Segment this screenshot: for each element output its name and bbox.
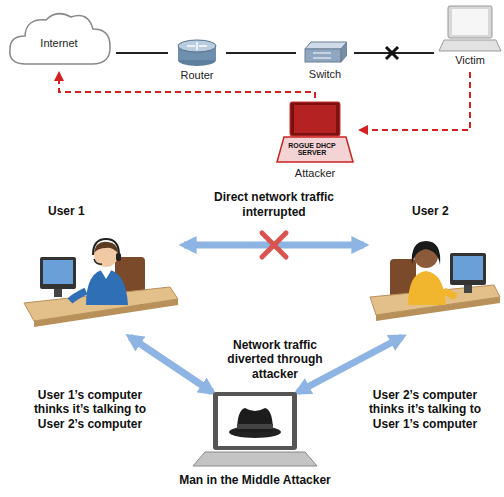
node-label: User 1 (48, 205, 85, 219)
network-link (226, 52, 296, 54)
cloud-node: Internet (3, 8, 115, 70)
user-figure: User 1 (20, 205, 180, 335)
blocked-mark (386, 47, 398, 59)
note-text: User 2’s computer thinks it’s talking to… (355, 388, 495, 431)
network-link (116, 52, 168, 54)
user-figure: User 2 (368, 205, 502, 335)
diverted-path (360, 72, 470, 130)
node-label: Attacker (273, 167, 357, 180)
attacker-laptop: ROGUE DHCP SERVER Attacker (273, 100, 357, 184)
interrupted-mark (262, 233, 286, 257)
switch-symbol (303, 40, 347, 66)
node-label: Victim (435, 54, 504, 67)
node-label: User 2 (412, 205, 449, 219)
node-label: Internet (3, 37, 115, 50)
screen-label: ROGUE DHCP SERVER (287, 142, 337, 157)
traffic-arrow (130, 337, 212, 392)
note-text: Network traffic diverted through attacke… (213, 338, 337, 381)
laptop-symbol (438, 4, 502, 54)
node-label: Switch (297, 68, 353, 81)
attacker-laptop: Man in the Middle Attacker (172, 390, 338, 494)
node-label: Man in the Middle Attacker (172, 474, 338, 488)
note-text: User 1’s computer thinks it’s talking to… (20, 388, 160, 431)
victim-laptop: Victim (435, 4, 504, 70)
router-icon: Router (169, 38, 225, 84)
user-at-desk (368, 205, 502, 335)
edge-label: Direct network traffic interrupted (199, 190, 349, 219)
switch-icon: Switch (297, 40, 353, 82)
router-symbol (175, 38, 219, 68)
user-at-desk (20, 205, 180, 335)
hat-laptop (175, 390, 335, 470)
node-label: Router (169, 69, 225, 82)
